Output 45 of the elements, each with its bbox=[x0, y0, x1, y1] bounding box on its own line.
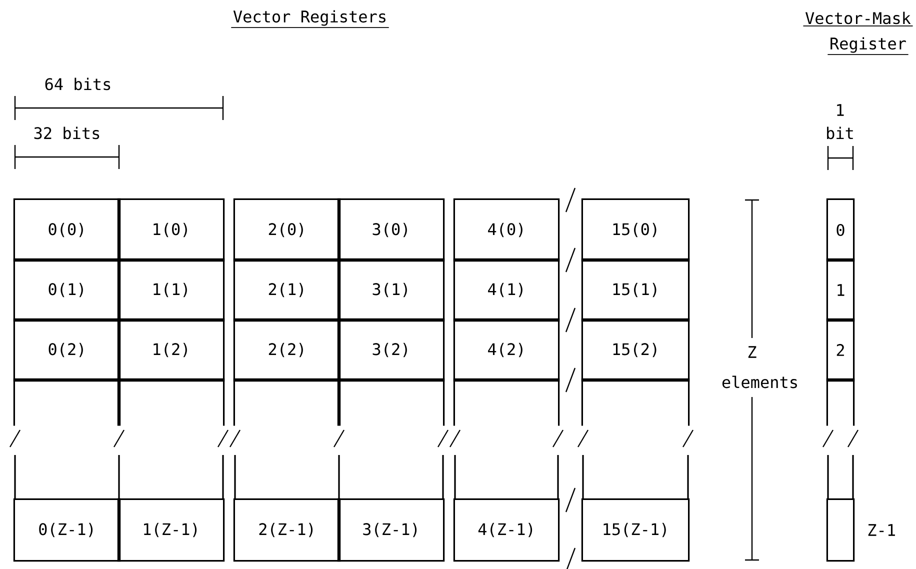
dimension-label: elements bbox=[722, 376, 797, 388]
register-cell bbox=[117, 378, 225, 426]
mask-bit-cell bbox=[826, 378, 855, 426]
register-cell: 0(Z-1) bbox=[13, 498, 121, 562]
mask-bit-cell: 2 bbox=[826, 318, 855, 382]
register-cell: 4(1) bbox=[453, 258, 560, 322]
register-cell: 3(Z-1) bbox=[337, 498, 445, 562]
register-cell: 1(1) bbox=[117, 258, 225, 322]
register-cell: 2(Z-1) bbox=[233, 498, 341, 562]
register-cell: 4(2) bbox=[453, 318, 560, 382]
register-cell: 0(2) bbox=[13, 318, 121, 382]
register-cell: 15(0) bbox=[581, 198, 690, 262]
register-cell bbox=[233, 378, 341, 426]
heading: Vector-Mask bbox=[802, 12, 914, 26]
register-cell: 0(1) bbox=[13, 258, 121, 322]
register-cell: 3(1) bbox=[337, 258, 445, 322]
mask-bit-cell: 0 bbox=[826, 198, 855, 262]
register-cell: 4(Z-1) bbox=[453, 498, 560, 562]
register-cell: 15(2) bbox=[581, 318, 690, 382]
register-cell bbox=[581, 378, 690, 426]
register-cell: 1(0) bbox=[117, 198, 225, 262]
dimension-label: 32 bits bbox=[34, 126, 100, 140]
register-cell: 2(2) bbox=[233, 318, 341, 382]
element-index-label: Z-1 bbox=[868, 524, 895, 536]
register-cell: 15(Z-1) bbox=[581, 498, 690, 562]
dimension-label: 64 bits bbox=[45, 78, 110, 90]
heading: Register bbox=[827, 37, 909, 56]
mask-bit-cell bbox=[826, 498, 855, 562]
register-cell: 0(0) bbox=[13, 198, 121, 262]
register-cell bbox=[337, 378, 445, 426]
register-cell: 15(1) bbox=[581, 258, 690, 322]
heading: Vector Registers bbox=[230, 10, 390, 28]
register-cell: 4(0) bbox=[453, 198, 560, 262]
mask-bit-cell: 1 bbox=[826, 258, 855, 322]
register-cell: 3(0) bbox=[337, 198, 445, 262]
dimension-label: 1 bbox=[837, 104, 844, 116]
register-cell: 1(2) bbox=[117, 318, 225, 382]
register-cell bbox=[453, 378, 560, 426]
register-cell: 2(0) bbox=[233, 198, 341, 262]
dimension-label: bit bbox=[827, 126, 853, 140]
dimension-label: Z bbox=[748, 346, 756, 358]
register-cell bbox=[13, 378, 121, 426]
register-cell: 2(1) bbox=[233, 258, 341, 322]
register-cell: 1(Z-1) bbox=[117, 498, 225, 562]
register-cell: 3(2) bbox=[337, 318, 445, 382]
